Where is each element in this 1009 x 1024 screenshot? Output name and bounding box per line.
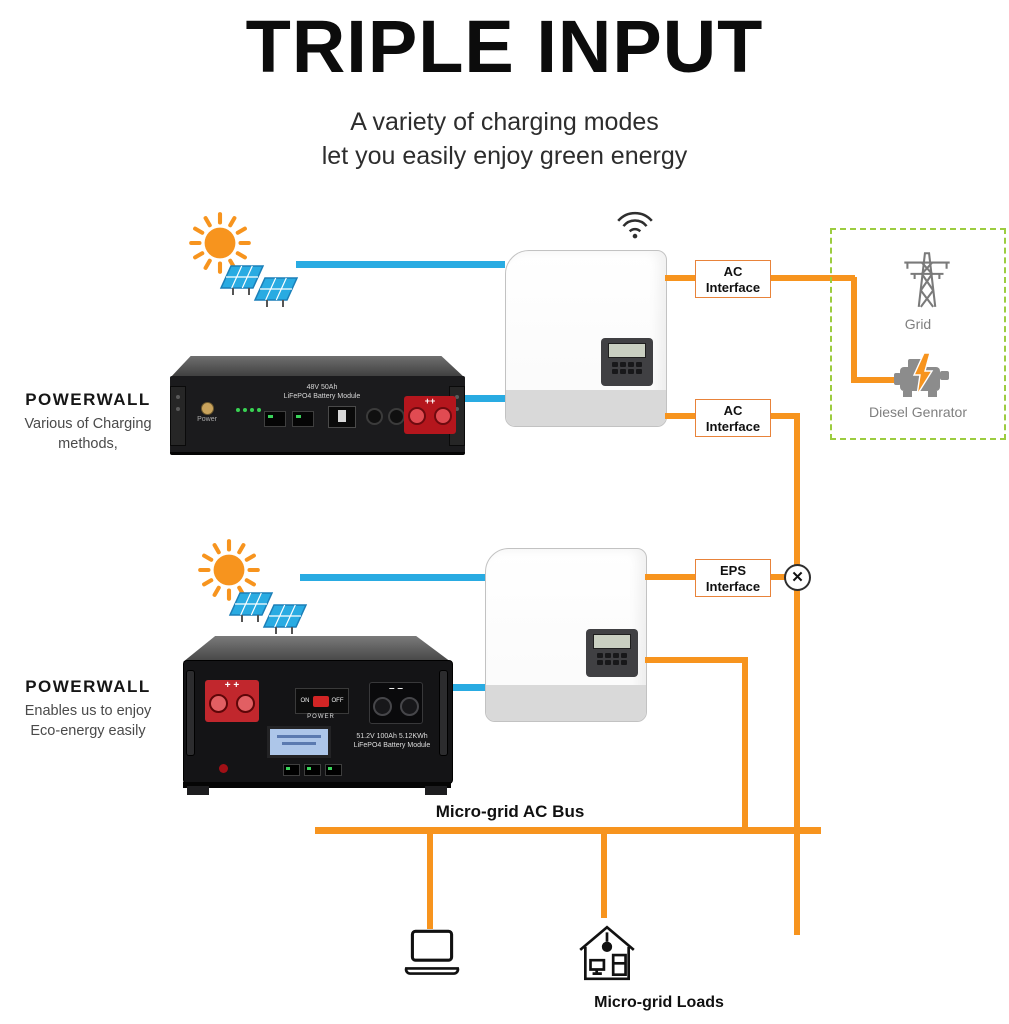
powerwall2-button [219, 764, 228, 773]
inverter-1 [505, 250, 667, 427]
inverter-1-screen [608, 343, 646, 358]
powerwall1-ports [264, 411, 314, 427]
loads-label: Micro-grid Loads [594, 994, 724, 1011]
house-loads-icon [579, 925, 635, 981]
diesel-generator-icon [894, 352, 949, 397]
inverter-2-base [486, 685, 646, 721]
powerwall2-title: POWERWALL [25, 677, 151, 696]
solar-panel-icon [228, 592, 308, 634]
wire-inverter1-ac1 [665, 275, 695, 281]
powerwall1-power-button [201, 402, 214, 415]
inverter-2-screen [593, 634, 631, 649]
page-subtitle: A variety of charging modes let you easi… [321, 108, 688, 170]
wire-main-vertical [794, 413, 800, 935]
wire-inverter2-eps [645, 574, 695, 580]
wire-inverter1-ac2 [665, 413, 695, 419]
powerwall2-top-face [183, 636, 451, 662]
powerwall1-title: POWERWALL [25, 390, 151, 409]
inverter-2-buttons [586, 653, 638, 665]
powerwall1-power-label: Power [197, 416, 217, 423]
powerwall2-base-bar [183, 782, 451, 788]
powerwall-1: Power 48V 50Ah LiFePO4 Battery Module ++ [170, 356, 465, 456]
powerwall2-handle-left [186, 670, 195, 756]
wire-gridbox-vertical [851, 277, 857, 383]
sun-icon [198, 539, 260, 601]
powerwall1-breaker [328, 406, 356, 428]
inverter-1-buttons [601, 362, 653, 374]
sun-icon [189, 212, 251, 274]
solar-array-2 [192, 533, 322, 639]
ac-interface-2-box: AC Interface [695, 399, 771, 437]
inverter-1-display [601, 338, 653, 386]
grid-tower-icon [904, 252, 950, 308]
wire-battery2-inverter2 [448, 684, 485, 691]
powerwall1-red-terminal-block: ++ [404, 396, 456, 434]
page-title: TRIPLE INPUT [245, 5, 764, 88]
inverter-1-base [506, 390, 666, 426]
powerwall1-leds [236, 408, 264, 412]
powerwall1-panel-text: 48V 50Ah LiFePO4 Battery Module [283, 384, 361, 401]
inverter-2 [485, 548, 647, 722]
powerwall2-power-label: POWER [307, 714, 335, 720]
wire-inverter2-out-h [645, 657, 748, 663]
wire-ac1-gridbox [771, 275, 855, 281]
wire-battery1-inverter1 [458, 395, 505, 402]
bus-label: Micro-grid AC Bus [435, 802, 585, 821]
x-circle-icon: ✕ [784, 564, 811, 591]
wire-bus-laptop [427, 834, 433, 929]
powerwall2-foot-right [425, 786, 447, 795]
powerwall2-description: Enables us to enjoy Eco-energy easily [24, 703, 152, 739]
inverter-2-display [586, 629, 638, 677]
powerwall1-top-face [170, 356, 465, 378]
powerwall-2: + + ON OFF POWER – – 51.2V 100Ah 5.12KWh… [183, 636, 453, 796]
wire-gridbox-diesel [851, 377, 895, 383]
solar-array-1 [183, 206, 313, 312]
powerwall1-description: Various of Charging methods, [24, 416, 152, 452]
wire-inverter2-out-v [742, 657, 748, 834]
powerwall2-handle-right [439, 670, 448, 756]
wire-ac-bus [315, 827, 821, 834]
wire-bus-house [601, 834, 607, 918]
wire-eps-mainline [771, 574, 787, 580]
ac-interface-1-box: AC Interface [695, 260, 771, 298]
solar-panel-icon [219, 265, 299, 307]
powerwall2-panel-text: 51.2V 100Ah 5.12KWh LiFePO4 Battery Modu… [353, 733, 431, 750]
diesel-generator-label: Diesel Genrator [868, 404, 968, 420]
eps-interface-box: EPS Interface [695, 559, 771, 597]
powerwall2-ports [283, 764, 342, 776]
powerwall1-rack-ear-left [170, 386, 186, 446]
powerwall2-black-terminal-block: – – [369, 682, 423, 724]
wire-ac2-mainline [771, 413, 800, 419]
grid-source-box: Grid Diesel Genrator [830, 228, 1006, 440]
laptop-icon [404, 929, 460, 975]
powerwall2-power-switch: ON OFF [295, 688, 349, 714]
powerwall2-lcd-screen [267, 726, 331, 758]
wire-solar2-inverter2 [300, 574, 485, 581]
powerwall2-red-terminal-block: + + [205, 680, 259, 722]
powerwall1-dark-terminals [366, 408, 405, 425]
powerwall2-foot-left [187, 786, 209, 795]
grid-label: Grid [904, 316, 932, 332]
wifi-icon [617, 211, 653, 239]
wire-solar1-inverter1 [296, 261, 505, 268]
